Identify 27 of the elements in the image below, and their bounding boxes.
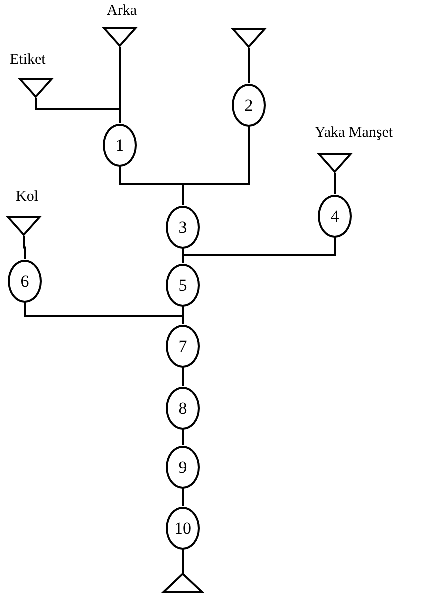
connector-line: [182, 368, 184, 386]
connector-line: [182, 306, 184, 324]
operation-circle: 3: [166, 206, 200, 248]
part-label: Yaka Manşet: [315, 125, 394, 141]
operation-circle: 4: [318, 194, 352, 238]
connector-line: [35, 98, 121, 124]
connector-line: [182, 430, 184, 446]
triangle-symbol: [163, 573, 203, 593]
triangle-symbol: [232, 28, 266, 48]
connector-line: [248, 48, 250, 84]
connector-line: [182, 550, 184, 573]
connector-line: [182, 126, 250, 206]
operation-circle: 9: [166, 446, 200, 488]
operation-circle: 10: [166, 506, 200, 550]
part-label: Etiket: [10, 52, 46, 68]
operation-circle: 7: [166, 324, 200, 368]
operation-circle: 2: [232, 84, 266, 126]
operation-circle: 6: [8, 260, 42, 302]
operation-circle: 5: [166, 264, 200, 306]
operation-circle: 8: [166, 386, 200, 430]
connector-line: [23, 236, 26, 260]
part-label: Arka: [107, 3, 137, 19]
connector-line: [334, 173, 336, 194]
operation-circle: 1: [103, 124, 137, 166]
connector-line: [182, 488, 184, 506]
connector-line: [182, 238, 336, 264]
part-label: Kol: [16, 189, 38, 205]
